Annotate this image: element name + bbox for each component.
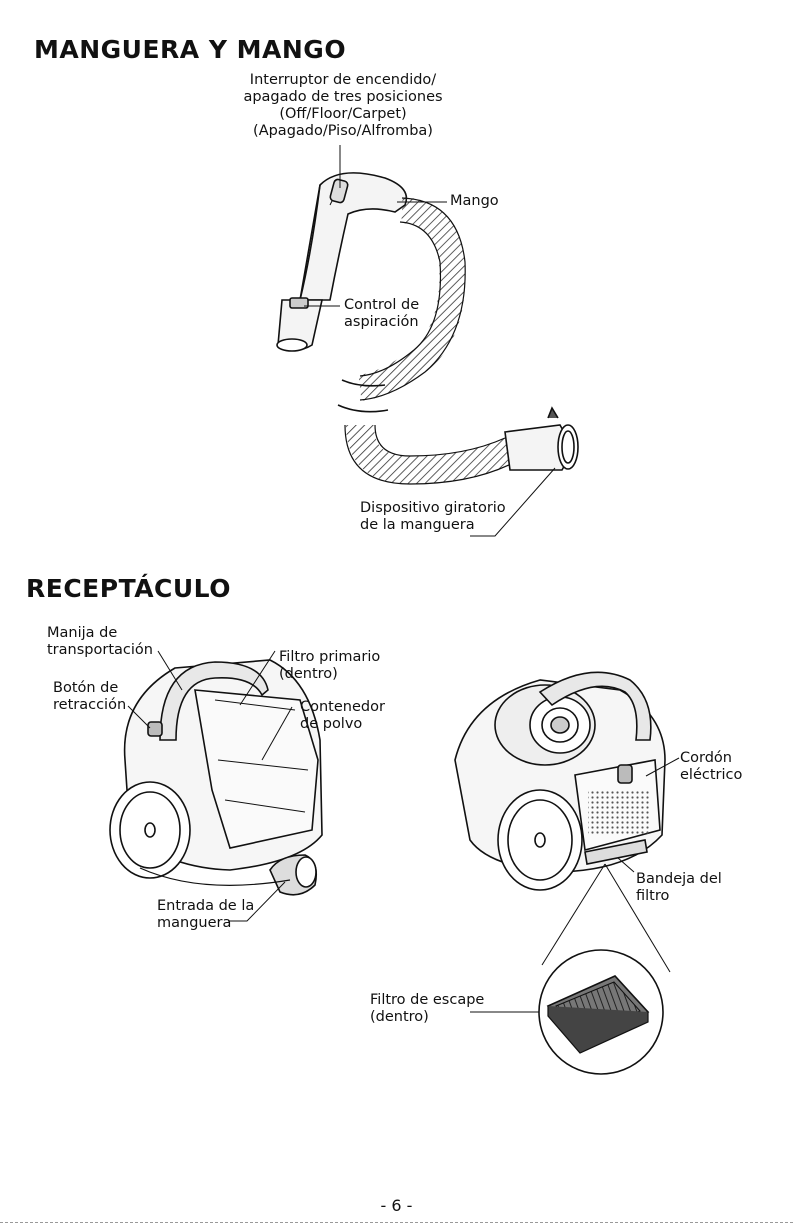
canister-front-leader-lines xyxy=(127,650,293,922)
label-power-switch: Interruptor de encendido/ apagado de tre… xyxy=(243,72,443,139)
power-switch-icon xyxy=(329,178,349,204)
carry-handle xyxy=(159,661,269,741)
label-hose-inlet: Entrada de la manguera xyxy=(157,898,255,931)
label-suction-control: Control de aspiración xyxy=(344,297,420,330)
wheel-left xyxy=(109,781,191,879)
label-filter-tray: Bandeja del filtro xyxy=(636,871,722,904)
label-exhaust-filter: Filtro de escape (dentro) xyxy=(370,992,485,1025)
canister-rear-illustration xyxy=(454,671,666,891)
label-rewind-button: Botón de retracción xyxy=(53,680,127,713)
suction-control-icon xyxy=(289,297,309,309)
canister-front-illustration xyxy=(109,659,323,896)
section-title-hose: MANGUERA Y MANGO xyxy=(34,35,347,64)
label-dust-cup: Contenedor de polvo xyxy=(300,699,385,732)
label-primary-filter: Filtro primario (dentro) xyxy=(279,649,381,682)
bottom-rule xyxy=(0,1222,793,1223)
power-cord-port xyxy=(617,764,633,784)
label-handle: Mango xyxy=(450,193,499,209)
wheel-right xyxy=(497,789,583,891)
hose-lower xyxy=(346,424,517,485)
rewind-button-icon xyxy=(147,721,163,737)
section-title-canister: RECEPTÁCULO xyxy=(26,574,231,603)
hose-handle-illustration xyxy=(276,172,579,485)
handle-grip xyxy=(299,172,408,301)
label-power-cord: Cordón eléctrico xyxy=(680,750,743,783)
canister-rear-leader-lines xyxy=(470,757,680,1013)
label-carry-handle: Manija de transportación xyxy=(47,625,153,658)
label-hose-swivel: Dispositivo giratorio de la manguera xyxy=(360,500,506,533)
hose-upper xyxy=(357,197,466,401)
exhaust-vents xyxy=(588,790,650,835)
hose-leader-lines xyxy=(304,145,556,537)
page-number: - 6 - xyxy=(380,1196,413,1215)
dust-cup xyxy=(194,689,319,849)
filter-tray xyxy=(584,839,648,865)
exhaust-filter-icon xyxy=(546,975,650,1054)
